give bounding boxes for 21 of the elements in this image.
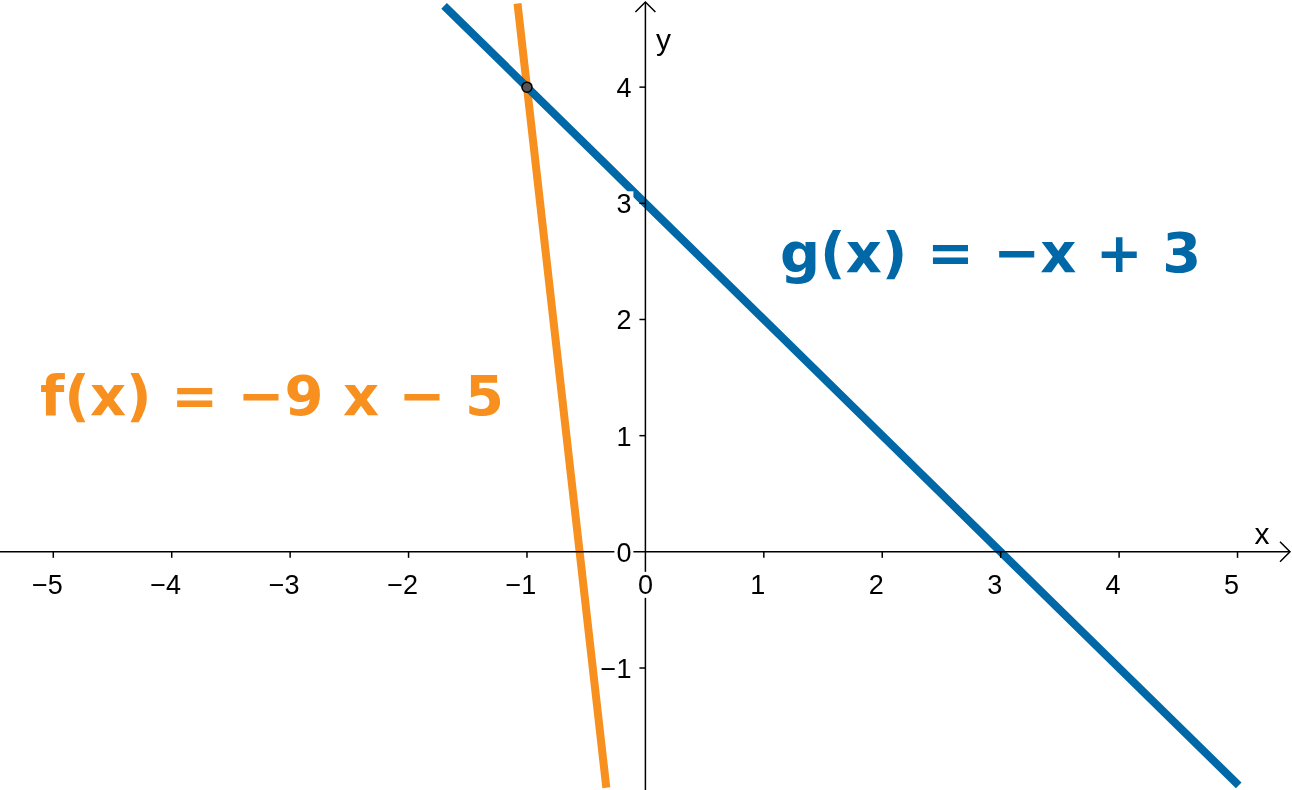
tick-label: 0 [616,537,632,568]
tick-label: 1 [750,569,766,600]
tick-label: −5 [31,569,63,600]
tick-label: 3 [987,569,1003,600]
tick-label: −2 [387,569,418,600]
axis-label: x [1254,516,1270,550]
tick-label: 2 [616,305,632,336]
tick-label: 5 [1224,569,1240,600]
tick-label: −4 [150,569,182,600]
function-label: g(x) = −x + 3 [780,220,1202,285]
function-label: f(x) = −9 x − 5 [40,363,504,428]
tick-label: −3 [268,569,300,600]
tick-label: 4 [616,73,632,104]
axis-label: y [655,23,671,56]
tick-label: 4 [1105,569,1121,600]
tick-label: 2 [868,569,884,600]
tick-label: 0 [637,569,653,600]
tick-label: 1 [616,421,632,452]
tick-label: −1 [505,569,537,600]
tick-label: −1 [600,654,632,684]
tick-label: 3 [616,189,632,220]
